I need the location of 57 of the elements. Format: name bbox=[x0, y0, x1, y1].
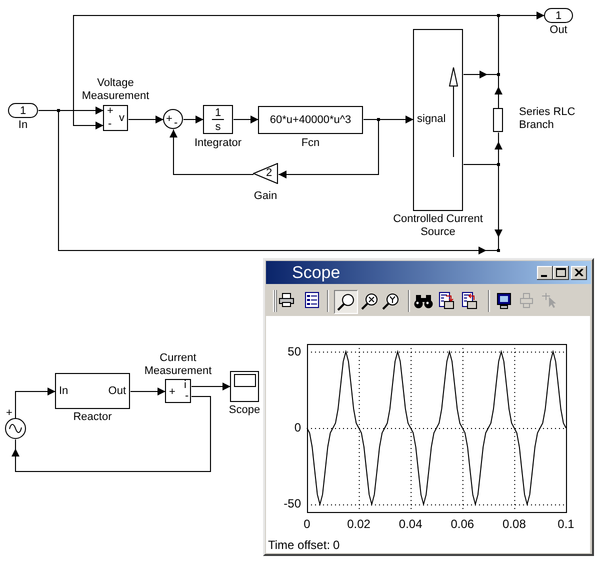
block-name: Integrator bbox=[194, 137, 242, 149]
tick-label: 0.02 bbox=[347, 518, 370, 531]
function-expression: 60*u+40000*u^3 bbox=[270, 114, 352, 126]
block-name: Series RLC Branch bbox=[519, 106, 576, 132]
window-title: Scope bbox=[292, 262, 340, 283]
port-sign: + bbox=[169, 386, 176, 398]
block-name: Out bbox=[550, 24, 568, 36]
port-sign: - bbox=[108, 118, 112, 130]
block-name: Scope bbox=[228, 404, 260, 416]
tick-label: 0.1 bbox=[558, 518, 574, 531]
port-label: Out bbox=[108, 385, 126, 397]
tick-label: 0 bbox=[304, 518, 310, 531]
tick-label: 0.06 bbox=[450, 518, 474, 531]
tick-label: 0.04 bbox=[398, 518, 422, 531]
block-name: Voltage Measurement bbox=[82, 77, 150, 103]
tick-label: 0 bbox=[294, 422, 301, 434]
tick-label: -50 bbox=[284, 498, 301, 511]
port-number: 1 bbox=[555, 10, 562, 22]
connector bbox=[73, 15, 499, 130]
status-label: Time offset: bbox=[268, 539, 330, 552]
port-label: signal bbox=[417, 113, 446, 125]
port-label: i bbox=[184, 379, 186, 391]
port-number: 1 bbox=[20, 104, 26, 116]
connector bbox=[38, 109, 60, 112]
connector bbox=[12, 396, 211, 472]
connector bbox=[494, 132, 502, 165]
numerator: 1 bbox=[212, 107, 224, 120]
port-sign: - bbox=[185, 390, 189, 402]
sum-sign: + bbox=[166, 113, 172, 125]
connector bbox=[128, 116, 164, 124]
port-label: v bbox=[119, 112, 124, 124]
connector bbox=[170, 129, 254, 175]
connector bbox=[183, 116, 204, 124]
denominator: s bbox=[215, 121, 221, 133]
gain-value: 2 bbox=[266, 167, 272, 179]
block-name: Reactor bbox=[73, 411, 112, 423]
connector bbox=[463, 70, 499, 78]
status-value: 0 bbox=[333, 539, 340, 552]
sum-sign: - bbox=[174, 117, 178, 129]
connector bbox=[58, 106, 104, 114]
connector bbox=[58, 110, 502, 254]
connector bbox=[15, 388, 56, 419]
block-name: Fcn bbox=[301, 137, 320, 149]
connector bbox=[463, 163, 500, 166]
scope-window bbox=[263, 258, 594, 556]
connector bbox=[191, 382, 231, 390]
tick-label: 50 bbox=[288, 345, 301, 358]
block-name: Controlled Current Source bbox=[392, 213, 484, 239]
port-sign: + bbox=[107, 105, 114, 117]
block-name: In bbox=[18, 119, 28, 131]
connector bbox=[130, 388, 166, 396]
polarity-sign: + bbox=[6, 407, 12, 419]
tick-label: 0.08 bbox=[502, 518, 526, 531]
connector bbox=[278, 119, 379, 178]
connector bbox=[233, 116, 259, 124]
port-label: In bbox=[59, 385, 68, 397]
block-name: Gain bbox=[254, 190, 278, 202]
